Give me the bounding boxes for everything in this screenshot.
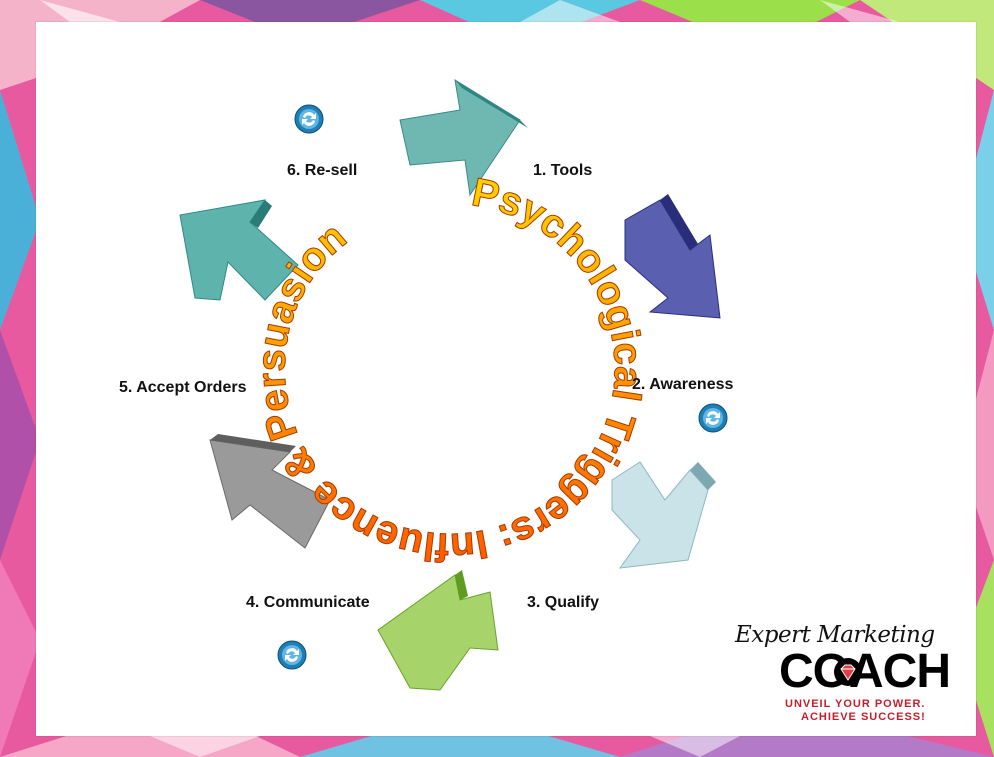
arrow-step-2: [624, 194, 721, 319]
logo-tagline-1: UNVEIL YOUR POWER.: [785, 698, 926, 710]
refresh-cycle-icon: [277, 640, 307, 670]
svg-text:Psychological Triggers: Influe: Psychological Triggers: Influence & Pers…: [249, 170, 650, 569]
spiral-heading: Psychological Triggers: Influence & Pers…: [249, 170, 651, 570]
arrow-step-3: [611, 461, 716, 569]
step-label-5: 5. Accept Orders: [119, 379, 247, 396]
logo-brand-text: COACH: [779, 645, 951, 698]
step-label-1: 1. Tools: [533, 162, 593, 179]
expert-marketing-coach-logo: Expert Marketing COACH UNVEIL YOUR POWER…: [735, 622, 970, 730]
arrow-step-5: [209, 434, 331, 549]
refresh-cycle-icon: [294, 104, 324, 134]
arrow-step-6: [179, 199, 299, 301]
step-label-2: 2. Awareness: [632, 376, 734, 393]
arrow-step-1: [399, 78, 528, 197]
step-label-6: 6. Re-sell: [287, 162, 358, 179]
arrow-step-4: [377, 570, 499, 691]
step-label-3: 3. Qualify: [527, 594, 600, 611]
step-label-4: 4. Communicate: [246, 594, 370, 611]
logo-script-text: Expert Marketing: [735, 622, 935, 648]
refresh-cycle-icon: [698, 403, 728, 433]
diamond-icon: [834, 658, 862, 686]
spiral-text: Psychological Triggers: Influence & Pers…: [249, 170, 651, 570]
logo-tagline-2: ACHIEVE SUCCESS!: [801, 711, 926, 723]
